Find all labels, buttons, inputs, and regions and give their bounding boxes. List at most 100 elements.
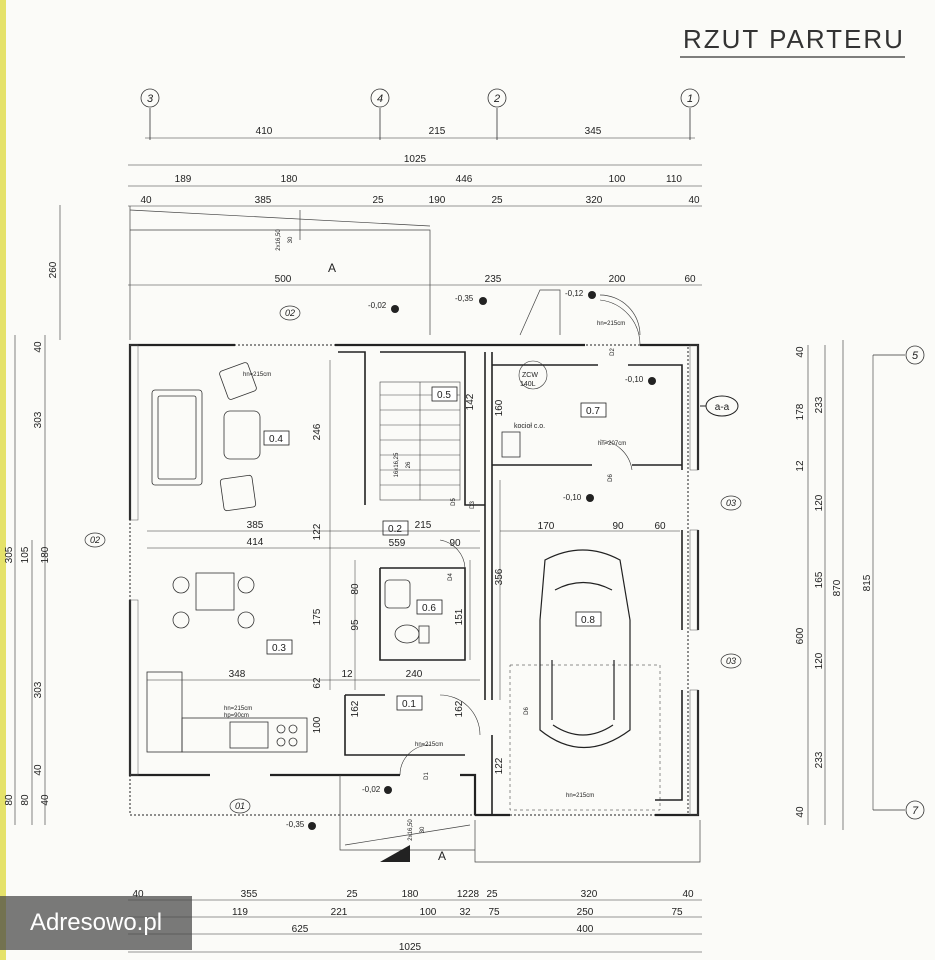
dim-inner-60: 60: [654, 521, 666, 532]
axis-2-label: 2: [493, 93, 500, 105]
dim-bottom-2-g: 75: [671, 907, 683, 918]
dim-inner-215: 215: [415, 520, 432, 531]
door-d5: D5: [451, 498, 457, 506]
level-marker-1: -0,02: [368, 301, 387, 310]
opening-02-top: 02: [285, 308, 295, 318]
section-marker-a-top: A: [328, 261, 336, 275]
staircase: [379, 381, 461, 501]
dim-left-80-a: 80: [4, 794, 15, 806]
note-hn-garage: hn=215cm: [566, 793, 594, 799]
dim-top-5-a: 500: [275, 274, 292, 285]
level-symbols: [308, 291, 656, 830]
dim-left-305: 305: [4, 546, 15, 563]
axis-markers: [140, 88, 925, 820]
dim-top-1-b: 215: [429, 126, 446, 137]
back-stairs-label: 2x16,50: [408, 819, 414, 841]
section-marker-a-bottom: A: [438, 849, 446, 863]
dim-top-3-c: 446: [456, 174, 473, 185]
dim-bottom-3-b: 400: [577, 924, 594, 935]
washbasin: [384, 579, 411, 609]
dim-right-40-bottom: 40: [795, 806, 806, 818]
section-arrow: [380, 845, 410, 862]
sofa: [151, 389, 203, 486]
dim-bottom-1-f: 25: [486, 889, 498, 900]
dim-right-12: 12: [795, 460, 806, 472]
wall-hatching: [129, 344, 699, 816]
dim-top-4-g: 40: [688, 195, 700, 206]
axis-7-label: 7: [912, 805, 919, 817]
room-label-boxes: [263, 386, 607, 711]
dim-inner-160: 160: [494, 399, 505, 416]
dim-inner-246: 246: [312, 423, 323, 440]
dim-inner-240: 240: [406, 669, 423, 680]
door-d2: D2: [610, 348, 616, 356]
door-d1: D1: [424, 772, 430, 780]
dim-inner-414: 414: [247, 537, 264, 548]
dim-right-815: 815: [862, 574, 873, 591]
axis-3-label: 3: [147, 93, 154, 105]
door-d4: D4: [448, 573, 454, 581]
opening-03-a: 03: [726, 498, 736, 508]
left-dimension-lines: [14, 205, 61, 825]
stairs-label: 16x16,25: [394, 452, 400, 477]
dim-right-870: 870: [832, 579, 843, 596]
boiler-unit: [501, 360, 548, 458]
dining-table: [195, 572, 235, 611]
note-hn207: hn=207cm: [598, 441, 626, 447]
room-0-7-label: 0.7: [586, 406, 600, 417]
axis-1-label: 1: [687, 93, 693, 105]
dim-left-105: 105: [20, 546, 31, 563]
dim-right-233-a: 233: [814, 396, 825, 413]
door-d3: D3: [470, 501, 476, 509]
dim-inner-162b: 162: [454, 700, 465, 717]
note-hn-boiler: hn=215cm: [597, 321, 625, 327]
dim-inner-348: 348: [229, 669, 246, 680]
level-marker-7: -0,35: [286, 820, 305, 829]
level-marker-3: -0,12: [565, 289, 584, 298]
dim-top-5-b: 235: [485, 274, 502, 285]
axis-5-marker: [905, 345, 925, 365]
dim-right-40-top: 40: [795, 346, 806, 358]
room-0-4-label: 0.4: [269, 434, 283, 445]
dim-bottom-1-e: 1228: [457, 889, 480, 900]
page-edge-strip: [0, 0, 6, 960]
dim-inner-385: 385: [247, 520, 264, 531]
bathroom-fixtures: [384, 579, 430, 644]
watermark-logo: Adresowo.pl: [0, 896, 192, 950]
coffee-table: [223, 410, 261, 460]
dim-top-4-d: 190: [429, 195, 446, 206]
dim-left-80-b: 80: [20, 794, 31, 806]
note-zcw: ZCW: [522, 372, 538, 379]
level-marker-4: -0,10: [625, 375, 644, 384]
dim-bottom-1-a: 40: [132, 889, 144, 900]
note-hn-living: hn=215cm: [243, 372, 271, 378]
dim-left-40-bottom: 40: [33, 764, 44, 776]
dim-top-4-f: 320: [586, 195, 603, 206]
opening-03-b: 03: [726, 656, 736, 666]
dim-bottom-1-h: 40: [682, 889, 694, 900]
dim-right-600: 600: [795, 627, 806, 644]
dim-inner-12: 12: [341, 669, 353, 680]
axis-7-marker: [905, 800, 925, 820]
dim-top-4-a: 40: [140, 195, 152, 206]
note-zcw-2: 140L: [520, 381, 536, 388]
dim-bottom-1-g: 320: [581, 889, 598, 900]
section-aa-label: a-a: [715, 402, 730, 413]
axis-1-marker: [680, 88, 700, 108]
dim-bottom-4: 1025: [399, 942, 422, 953]
exterior-walls: [128, 343, 700, 817]
dim-bottom-1-d: 180: [402, 889, 419, 900]
dim-top-1-c: 345: [585, 126, 602, 137]
armchair-2: [219, 474, 257, 512]
dim-inner-151: 151: [454, 608, 465, 625]
entry-stairs-label: 2x16,50: [276, 229, 282, 251]
dim-inner-80: 80: [350, 583, 361, 595]
level-marker-5: -0,10: [563, 493, 582, 502]
room-0-1-label: 0.1: [402, 699, 416, 710]
dim-inner-175: 175: [312, 608, 323, 625]
back-stairs-label-2: 30: [420, 826, 426, 833]
dim-inner-100: 100: [312, 716, 323, 733]
room-0-5-label: 0.5: [437, 390, 451, 401]
opening-01: 01: [235, 801, 245, 811]
dim-bottom-2-d: 32: [459, 907, 471, 918]
